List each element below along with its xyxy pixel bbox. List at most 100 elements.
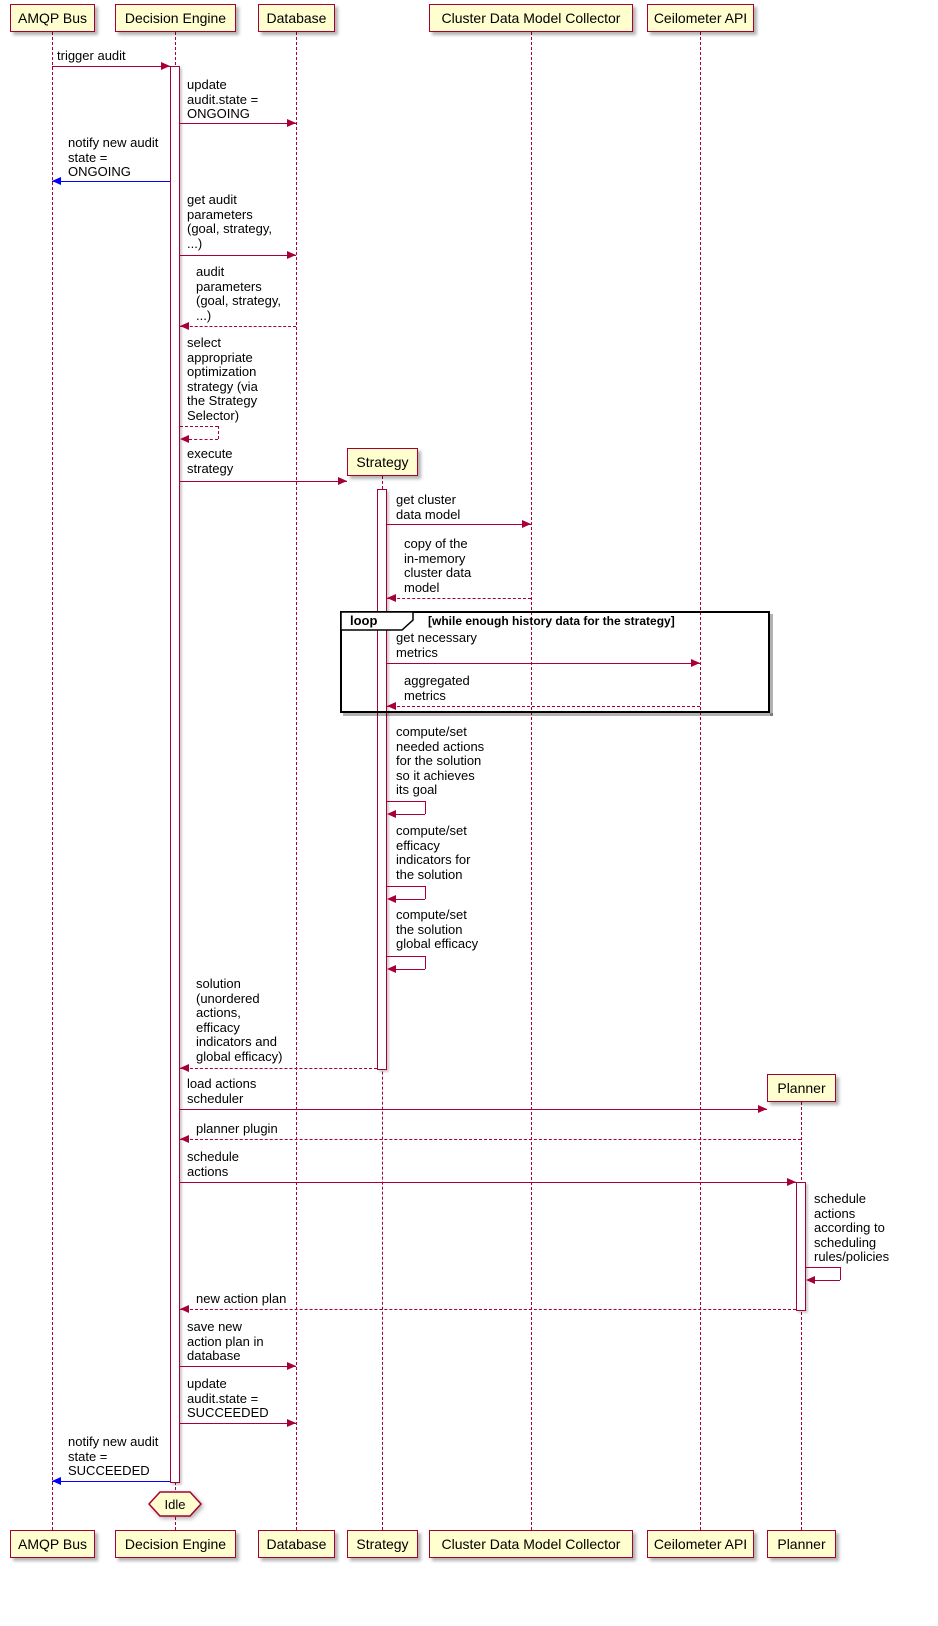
participant-top-decision-engine: Decision Engine xyxy=(115,4,236,32)
participant-bottom-ceilometer-api: Ceilometer API xyxy=(647,1530,754,1558)
label-notify-new-audit-state-succeeded: notify new audit state = SUCCEEDED xyxy=(68,1434,159,1478)
lifeline-amqp-bus xyxy=(52,32,53,1530)
participant-created-planner-label: Planner xyxy=(777,1080,826,1096)
activation-strategy xyxy=(377,489,387,1070)
participant-bottom-ceilometer-api-label: Ceilometer API xyxy=(653,1536,748,1552)
arrowhead-select-strategy-self xyxy=(180,435,189,443)
arrowhead-update-audit-state-succeeded xyxy=(287,1419,296,1427)
label-audit-parameters-return: audit parameters (goal, strategy, ...) xyxy=(196,264,282,323)
line-update-audit-state-succeeded xyxy=(180,1423,296,1424)
arrowhead-notify-new-audit-state-ongoing xyxy=(52,177,61,185)
self-line-top-compute-efficacy-indicators-self xyxy=(387,886,425,887)
label-schedule-actions-self: schedule actions according to scheduling… xyxy=(814,1191,890,1264)
lifeline-database xyxy=(296,32,297,1530)
participant-top-amqp-bus-label: AMQP Bus xyxy=(18,10,87,26)
self-line-bottom-compute-global-efficacy-self xyxy=(396,969,425,970)
line-update-audit-state-ongoing xyxy=(180,123,296,124)
self-line-bottom-schedule-actions-self xyxy=(815,1280,840,1281)
arrowhead-audit-parameters-return xyxy=(180,322,189,330)
arrowhead-execute-strategy xyxy=(338,477,347,485)
participant-bottom-database-label: Database xyxy=(266,1536,327,1552)
arrowhead-trigger-audit xyxy=(161,62,170,70)
participant-top-database: Database xyxy=(258,4,335,32)
self-line-right-compute-efficacy-indicators-self xyxy=(425,886,426,899)
participant-created-strategy: Strategy xyxy=(347,448,418,476)
label-load-actions-scheduler: load actions scheduler xyxy=(187,1076,257,1106)
self-line-top-compute-needed-actions-self xyxy=(387,801,425,802)
loop-condition: [while enough history data for the strat… xyxy=(428,614,675,628)
self-line-right-select-strategy-self xyxy=(218,426,219,439)
self-line-top-select-strategy-self xyxy=(180,426,218,427)
label-get-cluster-data-model: get cluster data model xyxy=(396,492,461,522)
participant-top-cluster-data-model-collector-label: Cluster Data Model Collector xyxy=(441,10,621,26)
arrowhead-compute-efficacy-indicators-self xyxy=(387,895,396,903)
line-execute-strategy xyxy=(180,481,347,482)
arrowhead-load-actions-scheduler xyxy=(758,1105,767,1113)
participant-bottom-strategy: Strategy xyxy=(347,1530,418,1558)
label-schedule-actions: schedule actions xyxy=(187,1149,240,1179)
label-get-audit-parameters: get audit parameters (goal, strategy, ..… xyxy=(187,192,273,251)
label-select-strategy-self: select appropriate optimization strategy… xyxy=(187,335,258,423)
label-save-action-plan: save new action plan in database xyxy=(187,1319,264,1363)
arrowhead-cluster-data-model-return xyxy=(387,594,396,602)
self-line-bottom-select-strategy-self xyxy=(189,439,218,440)
label-cluster-data-model-return: copy of the in-memory cluster data model xyxy=(404,536,472,595)
label-new-action-plan-return: new action plan xyxy=(196,1291,287,1306)
self-line-right-compute-global-efficacy-self xyxy=(425,956,426,969)
line-aggregated-metrics xyxy=(387,706,700,707)
self-line-bottom-compute-needed-actions-self xyxy=(396,814,425,815)
arrowhead-solution-return xyxy=(180,1064,189,1072)
participant-bottom-amqp-bus: AMQP Bus xyxy=(10,1530,95,1558)
line-cluster-data-model-return xyxy=(387,598,531,599)
participant-top-decision-engine-label: Decision Engine xyxy=(124,10,227,26)
participant-bottom-database: Database xyxy=(258,1530,335,1558)
arrowhead-compute-global-efficacy-self xyxy=(387,965,396,973)
participant-bottom-decision-engine: Decision Engine xyxy=(115,1530,236,1558)
end-state-idle-label: Idle xyxy=(164,1496,186,1512)
line-load-actions-scheduler xyxy=(180,1109,767,1110)
self-line-top-schedule-actions-self xyxy=(806,1267,840,1268)
self-line-right-schedule-actions-self xyxy=(840,1267,841,1280)
arrowhead-schedule-actions xyxy=(787,1178,796,1186)
participant-top-amqp-bus: AMQP Bus xyxy=(10,4,95,32)
label-update-audit-state-succeeded: update audit.state = SUCCEEDED xyxy=(187,1376,269,1420)
loop-operator-tab: loop xyxy=(340,611,414,631)
participant-created-strategy-label: Strategy xyxy=(356,454,409,470)
loop-fragment-shadow-right xyxy=(770,614,773,716)
line-notify-new-audit-state-succeeded xyxy=(52,1481,170,1482)
arrowhead-get-cluster-data-model xyxy=(522,520,531,528)
line-new-action-plan-return xyxy=(180,1309,796,1310)
self-line-right-compute-needed-actions-self xyxy=(425,801,426,814)
arrowhead-schedule-actions-self xyxy=(806,1276,815,1284)
arrowhead-update-audit-state-ongoing xyxy=(287,119,296,127)
participant-top-database-label: Database xyxy=(266,10,327,26)
activation-planner xyxy=(796,1182,806,1311)
label-solution-return: solution (unordered actions, efficacy in… xyxy=(196,976,283,1064)
loop-operator-label: loop xyxy=(350,613,378,628)
label-compute-needed-actions-self: compute/set needed actions for the solut… xyxy=(396,724,485,797)
arrowhead-new-action-plan-return xyxy=(180,1305,189,1313)
arrowhead-compute-needed-actions-self xyxy=(387,810,396,818)
lifeline-cluster-data-model-collector xyxy=(531,32,532,1530)
line-get-cluster-data-model xyxy=(387,524,531,525)
line-notify-new-audit-state-ongoing xyxy=(52,181,170,182)
activation-decision-engine xyxy=(170,66,180,1483)
lifeline-ceilometer-api xyxy=(700,32,701,1530)
arrowhead-planner-plugin-return xyxy=(180,1135,189,1143)
label-get-necessary-metrics: get necessary metrics xyxy=(396,630,477,660)
participant-created-planner: Planner xyxy=(767,1074,836,1102)
label-aggregated-metrics: aggregated metrics xyxy=(404,673,470,703)
participant-top-cluster-data-model-collector: Cluster Data Model Collector xyxy=(429,4,633,32)
line-save-action-plan xyxy=(180,1366,296,1367)
line-get-audit-parameters xyxy=(180,255,296,256)
label-trigger-audit: trigger audit xyxy=(57,48,126,63)
line-trigger-audit xyxy=(52,66,170,67)
line-get-necessary-metrics xyxy=(387,663,700,664)
line-planner-plugin-return xyxy=(180,1139,801,1140)
label-compute-efficacy-indicators-self: compute/set efficacy indicators for the … xyxy=(396,823,471,882)
arrowhead-aggregated-metrics xyxy=(387,702,396,710)
line-schedule-actions xyxy=(180,1182,796,1183)
label-compute-global-efficacy-self: compute/set the solution global efficacy xyxy=(396,907,479,951)
participant-bottom-cluster-data-model-collector: Cluster Data Model Collector xyxy=(429,1530,633,1558)
